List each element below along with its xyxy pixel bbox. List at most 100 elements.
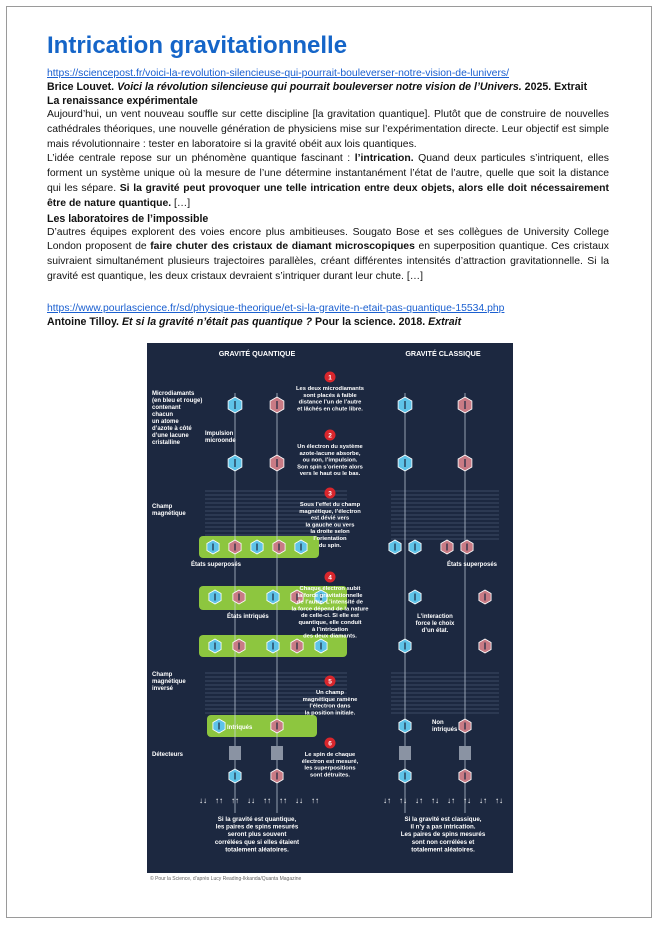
label-impulsion: microonde xyxy=(205,438,236,444)
step-text: Un champ xyxy=(316,690,344,696)
spin-pair-icon: ↑↑ xyxy=(279,796,287,805)
step-number-circle xyxy=(324,371,336,383)
label-champ-inverse: Champ xyxy=(152,672,173,678)
spin-pair-icon: ↑↑ xyxy=(215,796,223,805)
step-number-circle xyxy=(324,737,336,749)
article1-citation: Brice Louvet. Voici la révolution silenc… xyxy=(47,80,609,94)
label-intriques: Intriqués xyxy=(227,725,253,731)
detector-icon xyxy=(229,746,241,760)
paragraph-2-bold-a: l’intrication. xyxy=(354,153,414,165)
paragraph-1: Aujourd’hui, un vent nouveau souffle sur… xyxy=(47,109,609,150)
step-text: électron est mesuré, xyxy=(302,759,359,765)
label-microdiamants: d’une lacune xyxy=(152,433,189,439)
paragraph-2-bold-b: Si la gravité peut provoquer une telle i… xyxy=(47,182,609,209)
step-text: Sous l’effet du champ xyxy=(300,502,361,508)
step-text: est dévié vers xyxy=(311,516,349,522)
summary-quantum: Si la gravité est quantique, xyxy=(218,816,297,823)
step-text: la position initiale. xyxy=(305,710,356,716)
paragraph-2: L’idée centrale repose sur un phénomène … xyxy=(47,152,609,211)
spin-pair-icon: ↑↓ xyxy=(463,796,471,805)
label-interaction: d’un état. xyxy=(422,628,449,634)
step-text: magnétique ramène xyxy=(303,697,359,703)
step-text: l’orientation xyxy=(313,536,347,542)
article1-extract-label: Extrait xyxy=(554,81,588,93)
article1-work: Voici la révolution silencieuse qui pour… xyxy=(117,81,522,93)
spin-pair-icon: ↑↓ xyxy=(431,796,439,805)
paragraph-3-text-a: D’autres équipes explorent des voies enc… xyxy=(47,226,609,253)
step-text: de l’autre. L’intensité de xyxy=(297,600,364,606)
document-body: Intrication gravitationnelle https://sci… xyxy=(47,30,609,329)
article2-link[interactable]: https://www.pourlascience.fr/sd/physique… xyxy=(47,302,505,314)
spin-pair-icon: ↓↓ xyxy=(199,796,207,805)
label-microdiamants: chacun xyxy=(152,412,173,418)
step-text: la force gravitationnelle xyxy=(297,593,363,599)
header-classical: GRAVITÉ CLASSIQUE xyxy=(405,349,481,358)
label-non-intriques: Non xyxy=(432,720,444,726)
article2-author: Antoine Tilloy. xyxy=(47,315,119,328)
label-etats-intriques: États intriqués xyxy=(227,612,269,620)
label-microdiamants: contenant xyxy=(152,405,181,411)
step-text: les superpositions xyxy=(304,766,355,772)
detector-icon xyxy=(399,746,411,760)
step-text: magnétique, l’électron xyxy=(299,509,361,515)
label-microdiamants: un atome xyxy=(152,419,179,425)
summary-classical: Si la gravité est classique, xyxy=(404,816,481,823)
spin-pair-icon: ↓↑ xyxy=(479,796,487,805)
section1-title: La renaissance expérimentale xyxy=(47,95,198,107)
step-number: 4 xyxy=(328,574,332,581)
summary-classical: il n’y a pas intrication. xyxy=(411,824,476,831)
step-text: de celle-ci. Si elle est xyxy=(301,613,359,619)
article1-author: Brice Louvet. xyxy=(47,81,115,93)
article2-citation: Antoine Tilloy. Et si la gravité n’était… xyxy=(47,315,609,329)
summary-classical: sont non corrélées et xyxy=(412,839,475,846)
label-interaction: force le choix xyxy=(416,621,455,627)
step-number-circle xyxy=(324,571,336,583)
paragraph-3-text-b: en superposition quantique. Ces cristaux… xyxy=(47,241,609,282)
step-number: 1 xyxy=(328,374,332,381)
step-text: Le spin de chaque xyxy=(305,752,356,758)
page-frame xyxy=(6,6,652,918)
summary-quantum: totalement aléatoires. xyxy=(225,846,289,853)
label-interaction: L’interaction xyxy=(417,614,453,620)
step-number-circle xyxy=(324,429,336,441)
step-text: la gauche ou vers xyxy=(306,522,355,528)
label-microdiamants: cristalline xyxy=(152,440,181,446)
step-text: ou non, l’impulsion. xyxy=(303,458,358,464)
label-microdiamants: (en bleu et rouge) xyxy=(152,398,202,404)
label-etats-superposes-right: États superposés xyxy=(447,560,498,568)
figure-credit: © Pour la Science, d’après Lucy Reading-… xyxy=(150,876,302,882)
label-non-intriques: intriqués xyxy=(432,727,458,733)
article1-year: 2025. xyxy=(524,81,552,93)
summary-quantum: seront plus souvent xyxy=(228,831,287,838)
label-champ-inverse: inversé xyxy=(152,686,174,692)
spin-pair-icon: ↓↑ xyxy=(383,796,391,805)
spin-pair-icon: ↓↑ xyxy=(447,796,455,805)
step-number: 3 xyxy=(328,490,332,497)
article1-link[interactable]: https://sciencepost.fr/voici-la-revoluti… xyxy=(47,68,509,79)
spin-pair-icon: ↑↓ xyxy=(495,796,503,805)
step-number: 5 xyxy=(328,678,332,685)
step-number-circle xyxy=(324,487,336,499)
step-text: Son spin s’oriente alors xyxy=(297,464,363,470)
step-text: la force dépend de la nature xyxy=(292,606,370,612)
summary-quantum: corrélées que si elles étaient xyxy=(215,839,299,846)
spin-pair-icon: ↑↓ xyxy=(399,796,407,805)
label-impulsion: Impulsion xyxy=(205,431,234,437)
label-champ: magnétique xyxy=(152,511,186,517)
step-text: l’électron dans xyxy=(310,704,351,710)
page-title: Intrication gravitationnelle xyxy=(47,32,348,59)
summary-classical: totalement aléatoires. xyxy=(411,846,475,853)
step-text: et lâchés en chute libre. xyxy=(297,406,363,412)
step-text: Un électron du système xyxy=(297,444,363,450)
spin-pair-icon: ↓↓ xyxy=(295,796,303,805)
step-text: des deux diamants. xyxy=(303,634,357,640)
spin-pair-icon: ↑↑ xyxy=(311,796,319,805)
label-champ: Champ xyxy=(152,504,173,510)
spin-pair-icon: ↑↑ xyxy=(231,796,239,805)
article2-work: Et si la gravité n’était pas quantique ? xyxy=(121,315,313,328)
summary-quantum: les paires de spins mesurés xyxy=(216,824,299,831)
paragraph-3: D’autres équipes explorent des voies enc… xyxy=(47,226,609,285)
detector-icon xyxy=(459,746,471,760)
